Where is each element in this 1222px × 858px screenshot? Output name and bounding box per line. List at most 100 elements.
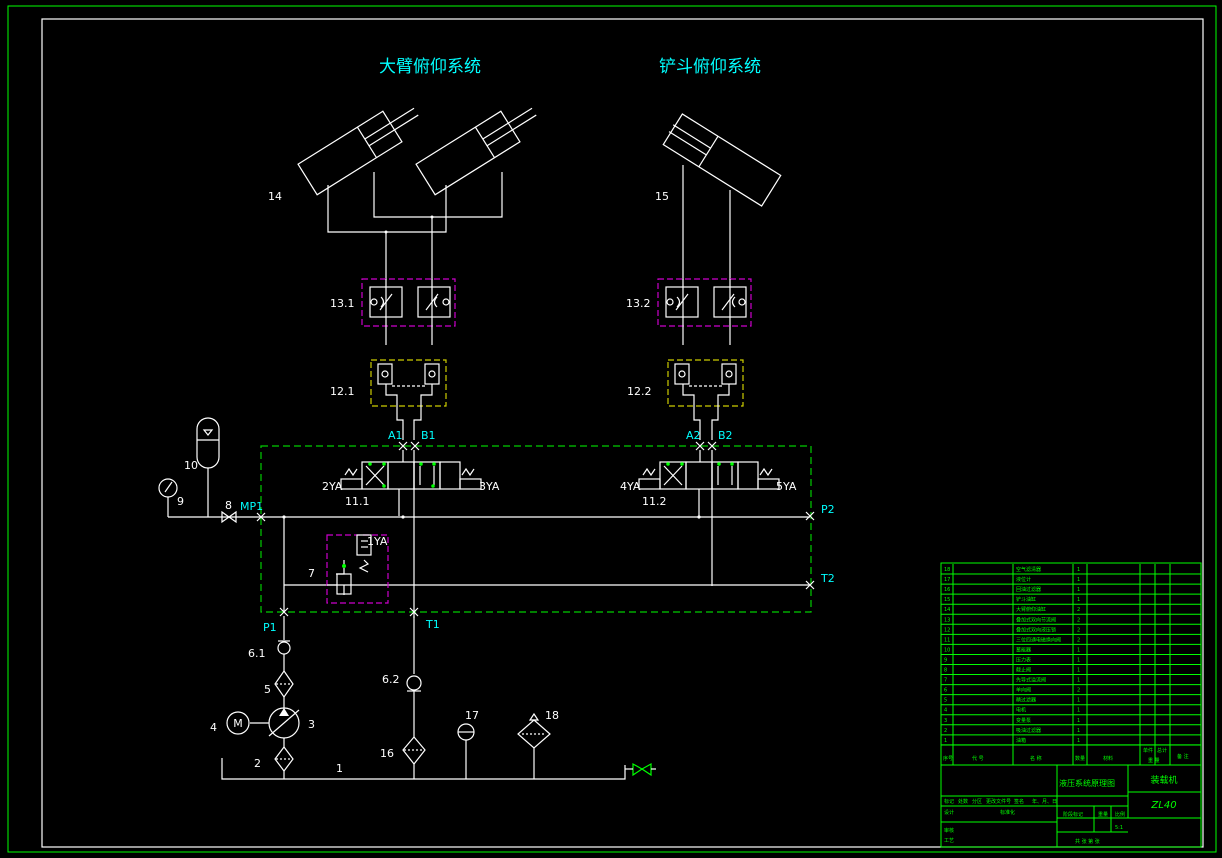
accumulator-10 bbox=[196, 417, 220, 517]
parts-row-name: 液位计 bbox=[1016, 576, 1031, 583]
parts-row-qty: 1 bbox=[1077, 678, 1080, 684]
tank-1 bbox=[221, 758, 656, 780]
label-6-1: 6.1 bbox=[248, 647, 266, 660]
parts-row-no: 9 bbox=[944, 657, 947, 663]
level-gauge-17 bbox=[457, 723, 475, 779]
tb-scale-value: 5:1 bbox=[1115, 825, 1123, 831]
hydraulic-lock-12-2 bbox=[667, 359, 744, 440]
label-13-1: 13.1 bbox=[330, 297, 355, 310]
port-A2: A2 bbox=[686, 429, 701, 442]
label-15: 15 bbox=[655, 190, 669, 203]
parts-row-no: 11 bbox=[944, 637, 950, 643]
tb-review: 审核 bbox=[944, 827, 954, 834]
directional-valve-11-1 bbox=[340, 450, 482, 618]
label-4YA: 4YA bbox=[620, 480, 641, 493]
tb-mark: 标记 bbox=[944, 798, 954, 805]
title-bucket-system: 铲斗俯仰系统 bbox=[659, 57, 761, 77]
tb-doc: 更改文件号 bbox=[986, 798, 1011, 805]
model-number: ZL40 bbox=[1150, 800, 1176, 811]
parts-row-no: 1 bbox=[944, 738, 947, 744]
label-9: 9 bbox=[177, 495, 184, 508]
parts-row-no: 4 bbox=[944, 708, 947, 714]
parts-row-qty: 1 bbox=[1077, 668, 1080, 674]
parts-row-qty: 1 bbox=[1077, 698, 1080, 704]
throttle-valve-13-2 bbox=[657, 278, 752, 345]
return-line bbox=[402, 616, 426, 779]
label-2: 2 bbox=[254, 757, 261, 770]
parts-row-name: 铲斗油缸 bbox=[1016, 596, 1036, 603]
label-17: 17 bbox=[465, 709, 479, 722]
port-A1: A1 bbox=[388, 429, 403, 442]
port-T2: T2 bbox=[820, 572, 835, 585]
product-name: 装载机 bbox=[1150, 774, 1177, 786]
parts-row-qty: 1 bbox=[1077, 567, 1080, 573]
boom-cylinders-14 bbox=[297, 107, 537, 280]
parts-row-no: 7 bbox=[944, 678, 947, 684]
parts-row-name: 吸油过滤器 bbox=[1016, 727, 1041, 734]
port-B2: B2 bbox=[718, 429, 733, 442]
parts-row-qty: 1 bbox=[1077, 718, 1080, 724]
label-4: 4 bbox=[210, 721, 217, 734]
air-filter-18 bbox=[517, 712, 551, 779]
port-B1: B1 bbox=[421, 429, 436, 442]
tb-scale: 比例 bbox=[1115, 811, 1125, 818]
ph-code: 代 号 bbox=[972, 755, 984, 762]
parts-row-qty: 2 bbox=[1077, 607, 1080, 613]
parts-row-qty: 1 bbox=[1077, 738, 1080, 744]
label-16: 16 bbox=[380, 747, 394, 760]
tb-process: 工艺 bbox=[944, 838, 954, 844]
label-18: 18 bbox=[545, 709, 559, 722]
pump-supply-line bbox=[226, 616, 300, 779]
parts-row-qty: 1 bbox=[1077, 577, 1080, 583]
port-markers bbox=[256, 441, 815, 617]
valve-manifold bbox=[260, 445, 812, 613]
label-11-1: 11.1 bbox=[345, 495, 370, 508]
tb-design: 设计 bbox=[944, 809, 954, 816]
drawing-frame bbox=[41, 18, 1204, 848]
outer-border bbox=[7, 5, 1217, 853]
parts-row-qty: 1 bbox=[1077, 708, 1080, 714]
parts-row-qty: 1 bbox=[1077, 728, 1080, 734]
ph-name: 名 称 bbox=[1030, 755, 1042, 762]
parts-row-no: 2 bbox=[944, 728, 947, 734]
bucket-cylinder-15 bbox=[662, 113, 782, 280]
label-11-2: 11.2 bbox=[642, 495, 667, 508]
port-T1: T1 bbox=[425, 618, 440, 631]
parts-row-no: 18 bbox=[944, 567, 950, 573]
parts-row-no: 8 bbox=[944, 668, 947, 674]
ph-unit: 单件 bbox=[1143, 747, 1153, 754]
parts-row-no: 14 bbox=[944, 607, 950, 613]
parts-row-name: 精过滤器 bbox=[1016, 697, 1036, 704]
title-boom-system: 大臂俯仰系统 bbox=[379, 57, 481, 77]
pressure-gauge-9 bbox=[158, 478, 178, 517]
parts-row-name: 蓄能器 bbox=[1016, 646, 1031, 653]
parts-row-name: 空气滤清器 bbox=[1016, 566, 1041, 573]
parts-row-qty: 2 bbox=[1077, 688, 1080, 694]
label-6-2: 6.2 bbox=[382, 673, 400, 686]
port-MP1: MP1 bbox=[240, 500, 263, 513]
tb-weight: 重量 bbox=[1098, 811, 1108, 818]
tb-sheet: 共 张 第 张 bbox=[1075, 838, 1100, 845]
port-P1: P1 bbox=[263, 621, 277, 634]
parts-row-qty: 2 bbox=[1077, 627, 1080, 633]
stop-valve-8 bbox=[221, 510, 237, 524]
drawing-name: 液压系统原理图 bbox=[1059, 778, 1115, 788]
parts-row-qty: 1 bbox=[1077, 597, 1080, 603]
label-5YA: 5YA bbox=[776, 480, 797, 493]
hydraulic-lock-12-1 bbox=[370, 359, 447, 440]
ph-material: 材料 bbox=[1103, 755, 1113, 762]
parts-row-qty: 2 bbox=[1077, 617, 1080, 623]
ph-remark: 备 注 bbox=[1177, 753, 1189, 760]
parts-row-qty: 2 bbox=[1077, 637, 1080, 643]
throttle-valve-13-1 bbox=[361, 278, 456, 345]
motor-symbol: M bbox=[233, 717, 243, 730]
parts-row-qty: 1 bbox=[1077, 647, 1080, 653]
ph-total: 总计 bbox=[1157, 747, 1167, 754]
port-P2: P2 bbox=[821, 503, 835, 516]
manifold-lines bbox=[168, 515, 810, 612]
label-2YA: 2YA bbox=[322, 480, 343, 493]
label-3: 3 bbox=[308, 718, 315, 731]
parts-row-name: 截止阀 bbox=[1016, 667, 1031, 674]
label-10: 10 bbox=[184, 459, 198, 472]
